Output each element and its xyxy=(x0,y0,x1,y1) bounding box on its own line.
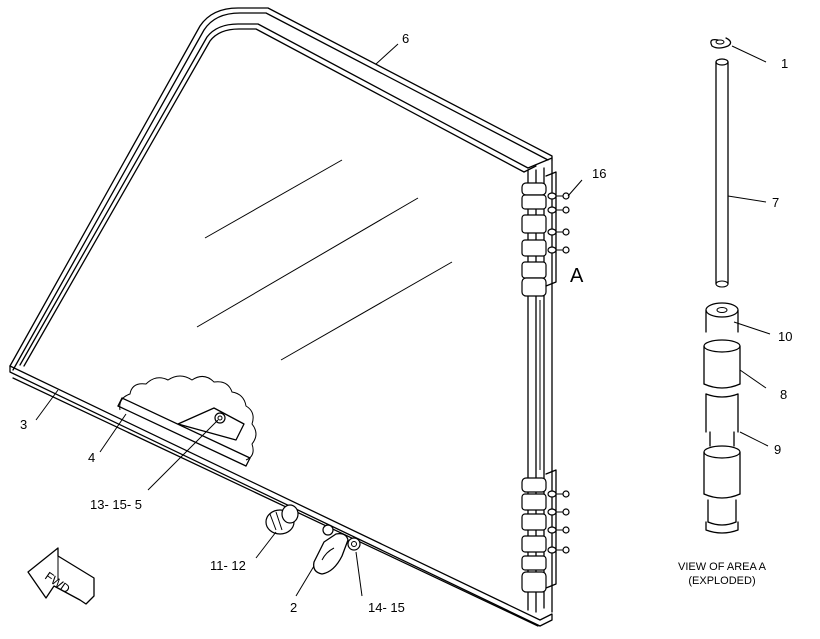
label-6: 6 xyxy=(402,31,409,46)
leader-lines xyxy=(35,43,771,597)
exploded-view xyxy=(703,37,741,534)
label-10: 10 xyxy=(778,329,792,344)
lower-hinge xyxy=(521,469,570,593)
label-7: 7 xyxy=(772,195,779,210)
label-2: 2 xyxy=(290,600,297,615)
label-1: 1 xyxy=(781,56,788,71)
label-a: A xyxy=(570,265,584,287)
detail-cloud xyxy=(117,375,257,467)
view-caption-line2: (EXPLODED) xyxy=(688,575,755,587)
knob xyxy=(265,504,299,535)
window-frame xyxy=(9,7,553,627)
label-16: 16 xyxy=(592,166,606,181)
view-caption-line1: VIEW OF AREA A xyxy=(678,561,767,573)
fwd-label: FWD xyxy=(42,569,73,596)
label-4: 4 xyxy=(88,450,95,465)
label-8: 8 xyxy=(780,387,787,402)
label-3: 3 xyxy=(20,417,27,432)
upper-hinge xyxy=(521,171,570,297)
label-11-12: 11- 12 xyxy=(210,558,246,573)
part-labels: 1 6 7 16 A 10 8 9 3 4 13- 15- 5 11- 12 2… xyxy=(20,31,792,615)
label-13-15-5: 13- 15- 5 xyxy=(90,497,142,512)
fwd-arrow: FWD xyxy=(27,547,95,605)
label-14-15: 14- 15 xyxy=(368,600,405,615)
latch xyxy=(313,524,361,575)
label-9: 9 xyxy=(774,442,781,457)
glass-pane xyxy=(196,159,453,361)
